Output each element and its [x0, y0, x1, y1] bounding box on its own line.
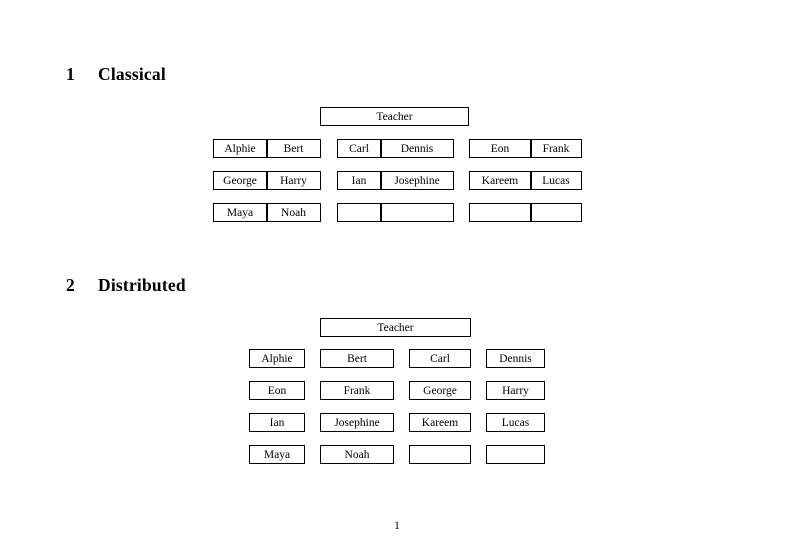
distributed-teacher-box: Teacher [320, 318, 471, 337]
table-row: Kareem Lucas [469, 171, 582, 190]
table-row: Eon Frank George Harry [249, 381, 545, 400]
table-row [337, 203, 454, 222]
name-cell: Noah [267, 203, 321, 222]
name-cell: Eon [469, 139, 531, 158]
name-cell: Carl [409, 349, 471, 368]
name-cell-empty [337, 203, 381, 222]
classical-teacher-box: Teacher [320, 107, 469, 126]
table-row [469, 203, 582, 222]
name-cell: Dennis [381, 139, 454, 158]
name-cell: Lucas [531, 171, 582, 190]
name-cell: Alphie [213, 139, 267, 158]
name-cell: Bert [320, 349, 394, 368]
table-row: Alphie Bert Carl Dennis [249, 349, 545, 368]
name-cell: George [409, 381, 471, 400]
name-cell-empty [531, 203, 582, 222]
name-cell: Kareem [409, 413, 471, 432]
name-cell: Carl [337, 139, 381, 158]
section-heading-distributed: 2 Distributed [66, 275, 186, 296]
name-cell: Bert [267, 139, 321, 158]
section-number: 1 [66, 64, 75, 84]
table-row: Ian Josephine [337, 171, 454, 190]
name-cell: Noah [320, 445, 394, 464]
name-cell: Kareem [469, 171, 531, 190]
table-row: Carl Dennis [337, 139, 454, 158]
table-row: Maya Noah [249, 445, 545, 464]
name-cell: Alphie [249, 349, 305, 368]
name-cell: Maya [213, 203, 267, 222]
name-cell: Ian [249, 413, 305, 432]
table-row: Alphie Bert [213, 139, 321, 158]
name-cell: Eon [249, 381, 305, 400]
section-title: Distributed [98, 275, 186, 295]
name-cell: Ian [337, 171, 381, 190]
name-cell: Harry [267, 171, 321, 190]
section-title: Classical [98, 64, 166, 84]
section-heading-classical: 1 Classical [66, 64, 166, 85]
section-number: 2 [66, 275, 75, 295]
name-cell: George [213, 171, 267, 190]
name-cell: Dennis [486, 349, 545, 368]
name-cell: Frank [531, 139, 582, 158]
table-row: Eon Frank [469, 139, 582, 158]
name-cell: Josephine [381, 171, 454, 190]
name-cell: Maya [249, 445, 305, 464]
name-cell: Harry [486, 381, 545, 400]
name-cell: Lucas [486, 413, 545, 432]
name-cell: Josephine [320, 413, 394, 432]
table-row: George Harry [213, 171, 321, 190]
name-cell-empty [469, 203, 531, 222]
name-cell-empty [381, 203, 454, 222]
table-row: Ian Josephine Kareem Lucas [249, 413, 545, 432]
name-cell: Frank [320, 381, 394, 400]
table-row: Maya Noah [213, 203, 321, 222]
name-cell-empty [409, 445, 471, 464]
name-cell-empty [486, 445, 545, 464]
page-number: 1 [394, 520, 400, 532]
